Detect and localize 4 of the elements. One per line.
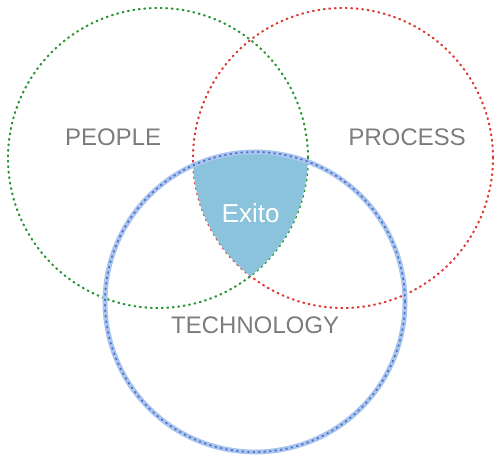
- intersection-label: Exito: [222, 200, 280, 226]
- circle-label: TECHNOLOGY: [170, 314, 340, 338]
- circle-label: PROCESS: [348, 126, 466, 150]
- circle-label: PEOPLE: [64, 126, 162, 150]
